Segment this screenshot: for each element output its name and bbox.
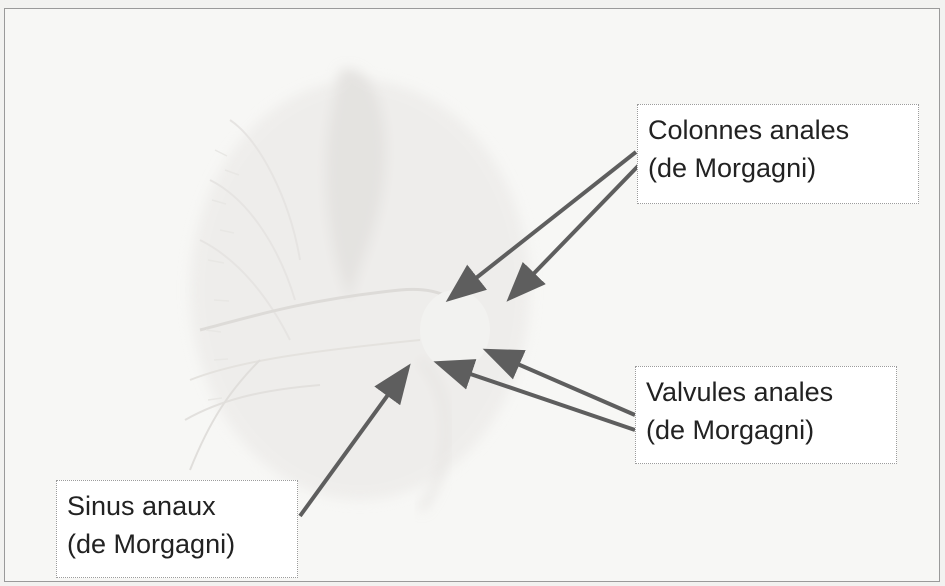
label-valvules-anales: Valvules anales (de Morgagni)	[635, 366, 897, 464]
arrow-colonnes-1	[445, 150, 638, 302]
arrows-valvules-anales	[433, 348, 636, 432]
label-colonnes-line1: Colonnes anales	[648, 115, 850, 145]
arrows-colonnes-anales	[445, 150, 642, 302]
label-valvules-line2: (de Morgagni)	[646, 415, 815, 445]
label-colonnes-anales: Colonnes anales (de Morgagni)	[637, 104, 919, 204]
label-sinus-anaux: Sinus anaux (de Morgagni)	[56, 480, 298, 578]
label-sinus-line1: Sinus anaux	[67, 491, 216, 521]
arrow-sinus-1	[298, 363, 411, 518]
label-sinus-line2: (de Morgagni)	[67, 529, 236, 559]
arrow-valvules-2	[433, 359, 636, 432]
label-valvules-line1: Valvules anales	[646, 377, 834, 407]
label-colonnes-line2: (de Morgagni)	[648, 153, 817, 183]
arrow-valvules-1	[482, 348, 636, 417]
arrow-colonnes-2	[506, 162, 642, 302]
arrows-sinus-anaux	[298, 363, 411, 518]
anatomical-photo	[184, 68, 530, 513]
